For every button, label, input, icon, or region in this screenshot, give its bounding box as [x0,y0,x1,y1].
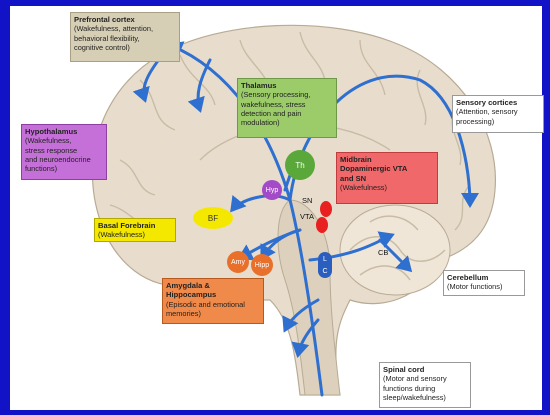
amygdala-hippocampus-box: Amygdala & Hippocampus (Episodic and emo… [162,278,264,324]
basal-title: Basal Forebrain [98,221,172,230]
spinal-desc: (Motor and sensory functions during slee… [383,374,467,402]
prefrontal-cortex-box: Prefrontal cortex (Wakefulness, attentio… [70,12,180,62]
basal-desc: (Wakefulness) [98,230,172,239]
lc-l-label: L [318,253,332,265]
amy-label: Amy [226,255,250,269]
prefrontal-title: Prefrontal cortex [74,15,176,24]
thalamus-desc: (Sensory processing, wakefulness, stress… [241,90,333,127]
thalamus-box: Thalamus (Sensory processing, wakefulnes… [237,78,337,138]
hypothalamus-desc: (Wakefulness, stress response and neuroe… [25,136,103,173]
sensory-title: Sensory cortices [456,98,540,107]
th-label: Th [286,156,314,174]
amygdala-desc: (Episodic and emotional memories) [166,300,260,319]
sensory-cortices-box: Sensory cortices (Attention, sensory pro… [452,95,544,133]
sn-label: SN [302,196,312,205]
hypothalamus-box: Hypothalamus (Wakefulness, stress respon… [21,124,107,180]
cerebellum-box: Cerebellum (Motor functions) [443,270,525,296]
vta-node [316,217,328,233]
midbrain-title: Midbrain Dopaminergic VTA and SN [340,155,434,183]
spinal-cord-box: Spinal cord (Motor and sensory functions… [379,362,471,408]
basal-forebrain-box: Basal Forebrain (Wakefulness) [94,218,176,242]
thalamus-title: Thalamus [241,81,333,90]
cerebellum-title: Cerebellum [447,273,521,282]
sensory-desc: (Attention, sensory processing) [456,107,540,126]
hipp-label: Hipp [250,258,274,272]
cb-label: CB [378,248,388,257]
vta-label: VTA [300,212,314,221]
prefrontal-desc: (Wakefulness, attention, behavioral flex… [74,24,176,52]
sn-node [320,201,332,217]
hypothalamus-title: Hypothalamus [25,127,103,136]
cerebellum-desc: (Motor functions) [447,282,521,291]
amygdala-title: Amygdala & Hippocampus [166,281,260,300]
bf-label: BF [196,211,230,225]
midbrain-desc: (Wakefulness) [340,183,434,192]
hyp-label: Hyp [260,183,284,197]
spinal-title: Spinal cord [383,365,467,374]
lc-c-label: C [318,265,332,277]
midbrain-box: Midbrain Dopaminergic VTA and SN (Wakefu… [336,152,438,204]
